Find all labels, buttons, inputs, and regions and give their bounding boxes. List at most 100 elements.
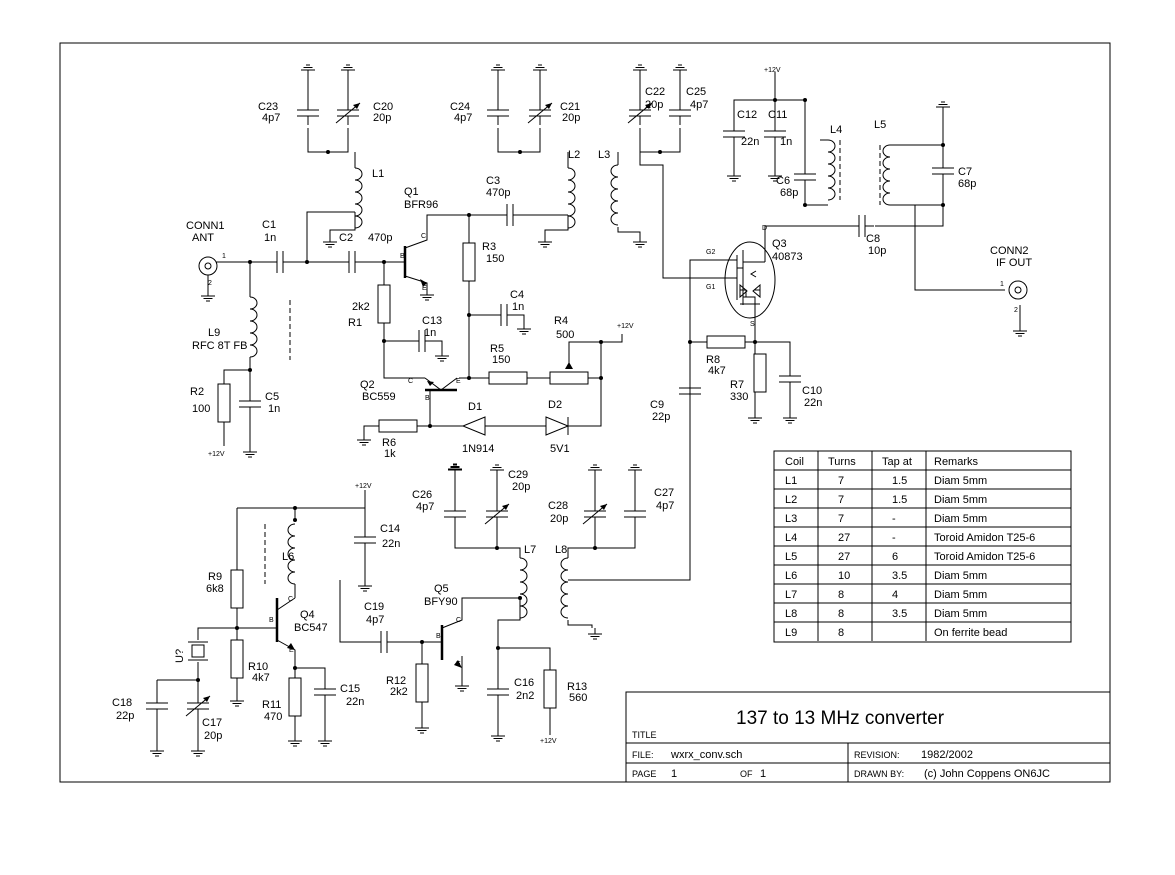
r13-value: 560 [569, 692, 587, 704]
c20-ref: C20 [373, 101, 393, 113]
c27-ref: C27 [654, 487, 674, 499]
c29-value: 20p [512, 481, 530, 493]
title-label: TITLE [632, 730, 657, 740]
conn2-symbol [1008, 280, 1028, 337]
coil-table-cell: L1 [785, 475, 797, 487]
q4-value: BC547 [294, 622, 328, 634]
c18-value: 22p [116, 710, 134, 722]
l5-ref: L5 [874, 119, 886, 131]
c8-ref: C8 [866, 233, 880, 245]
supply-r13: +12V [540, 738, 557, 745]
q5-pin-b: B [436, 633, 441, 640]
c27-value: 4p7 [656, 500, 674, 512]
r5-value: 150 [492, 354, 510, 366]
coil-table-cell: 7 [838, 475, 844, 487]
d1-ref: D1 [468, 401, 482, 413]
coil-table-cell: 6 [892, 551, 898, 563]
r12-ref: R12 [386, 675, 406, 687]
q4-pin-e: E [289, 647, 294, 654]
c1-ref: C1 [262, 219, 276, 231]
c6-ref: C6 [776, 175, 790, 187]
c23-ref: C23 [258, 101, 278, 113]
c22-ref: C22 [645, 86, 665, 98]
coil-table-cell: L7 [785, 589, 797, 601]
coil-table-header: Turns [828, 456, 856, 468]
q1-value: BFR96 [404, 199, 438, 211]
c24-value: 4p7 [454, 112, 472, 124]
c13-value: 1n [424, 327, 436, 339]
q3-pin-d: D [762, 225, 767, 232]
coil-table-cell: Diam 5mm [934, 570, 987, 582]
d1-value: 1N914 [462, 443, 494, 455]
c5-value: 1n [268, 403, 280, 415]
c4-value: 1n [512, 301, 524, 313]
coil-table-cell: 8 [838, 589, 844, 601]
coil-table-cell: 27 [838, 532, 850, 544]
u7-ref: U? [174, 649, 186, 663]
r10-value: 4k7 [252, 672, 270, 684]
l3-ref: L3 [598, 149, 610, 161]
c25-ref: C25 [686, 86, 706, 98]
r6-value: 1k [384, 448, 396, 460]
r8-value: 4k7 [708, 365, 726, 377]
d2-ref: D2 [548, 399, 562, 411]
c26-ref: C26 [412, 489, 432, 501]
q4-pin-b: B [269, 617, 274, 624]
title-block [625, 691, 1111, 783]
r2-ref: R2 [190, 386, 204, 398]
c17-value: 20p [204, 730, 222, 742]
q2-pin-c: C [408, 378, 413, 385]
coil-table-cell: Diam 5mm [934, 589, 987, 601]
c6-value: 68p [780, 187, 798, 199]
r4-ref: R4 [554, 315, 568, 327]
c10-ref: C10 [802, 385, 822, 397]
d2-symbol [545, 416, 570, 436]
coil-table-cell: 3.5 [892, 608, 907, 620]
r4-wiper-icon [565, 362, 573, 369]
r2-value: 100 [192, 403, 210, 415]
sheet-border [59, 42, 1111, 783]
c24-ref: C24 [450, 101, 470, 113]
q4-symbol [275, 598, 295, 650]
q4-ref: Q4 [300, 609, 315, 621]
r13-ref: R13 [567, 681, 587, 693]
r4-value: 500 [556, 329, 574, 341]
supply-c14: +12V [355, 483, 372, 490]
drawn-by-label: DRAWN BY: [854, 769, 904, 779]
crystal-symbol [188, 641, 208, 661]
c17-ref: C17 [202, 717, 222, 729]
c14-ref: C14 [380, 523, 400, 535]
c19-value: 4p7 [366, 614, 384, 626]
l1-ref: L1 [372, 168, 384, 180]
page-label: PAGE [632, 769, 656, 779]
conn2-pin1: 1 [1000, 281, 1004, 288]
revision-label: REVISION: [854, 750, 900, 760]
l7-ref: L7 [524, 544, 536, 556]
c3-value: 470p [486, 187, 510, 199]
coil-table [773, 450, 1072, 643]
coil-table-header: Remarks [934, 456, 979, 468]
c14-value: 22n [382, 538, 400, 550]
r9-value: 6k8 [206, 583, 224, 595]
conn2-pin2: 2 [1014, 307, 1018, 314]
c7-ref: C7 [958, 166, 972, 178]
c9-ref: C9 [650, 399, 664, 411]
c5-ref: C5 [265, 391, 279, 403]
q2-symbol [424, 377, 458, 392]
coil-table-cell: L8 [785, 608, 797, 620]
l2-ref: L2 [568, 149, 580, 161]
r8-ref: R8 [706, 354, 720, 366]
l9-ref: L9 [208, 327, 220, 339]
coil-table-cell: - [892, 532, 896, 544]
l8-ref: L8 [555, 544, 567, 556]
page-value: 1 [671, 768, 677, 780]
coil-table-cell: 4 [892, 589, 898, 601]
r10-ref: R10 [248, 661, 268, 673]
q5-value: BFY90 [424, 596, 458, 608]
supply-r2: +12V [208, 451, 225, 458]
r6-ref: R6 [382, 437, 396, 449]
r7-value: 330 [730, 391, 748, 403]
c19-ref: C19 [364, 601, 384, 613]
